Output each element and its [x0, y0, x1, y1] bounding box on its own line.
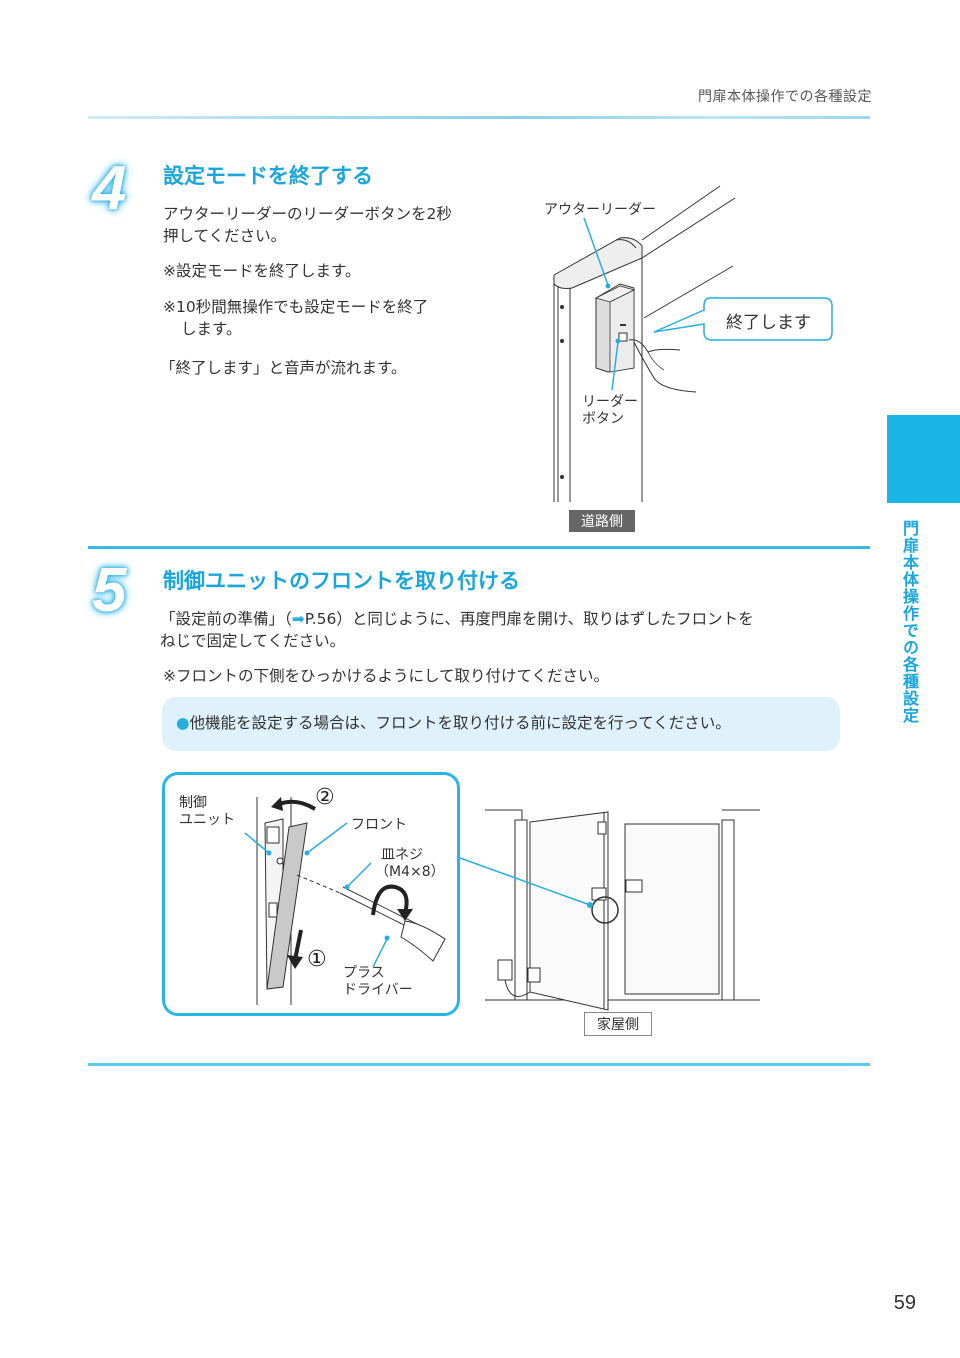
label-screw-line1: 皿ネジ	[381, 847, 423, 863]
step4-title: 設定モードを終了する	[163, 164, 373, 188]
step5-note: ※フロントの下側をひっかけるようにして取り付けてください。	[163, 667, 610, 685]
header-divider	[88, 116, 870, 119]
label-reader-button-line2: ボタン	[582, 411, 624, 427]
step5-instruction: 「設定前の準備」（➡P.56）と同じように、再度門扉を開け、取りはずしたフロント…	[160, 608, 860, 652]
front-install-detail-figure: 制御 ユニット ② フロント 皿ネジ （M4×8） ① プラス ドライバー	[162, 772, 460, 1016]
info-note-text: 他機能を設定する場合は、フロントを取り付ける前に設定を行ってください。	[189, 714, 731, 732]
label-outer-reader: アウターリーダー	[544, 202, 656, 218]
step-marker-1: ①	[307, 947, 327, 972]
page-number: 59	[893, 1292, 916, 1314]
step4-note1: ※設定モードを終了します。	[163, 262, 361, 280]
label-front: フロント	[351, 817, 407, 833]
label-reader-button-line1: リーダー	[582, 394, 638, 410]
page-ref-arrow-icon: ➡	[291, 610, 305, 628]
step4-note2-line2: します。	[181, 320, 242, 338]
label-screw-line2: （M4×8）	[375, 864, 445, 880]
label-driver: プラス ドライバー	[343, 965, 413, 999]
bullet-icon: ●	[176, 714, 190, 732]
front-install-illustration	[244, 797, 446, 1005]
section-divider	[88, 546, 870, 549]
page-ref-link[interactable]: P.56	[304, 610, 337, 628]
label-control-unit-line2: ユニット	[179, 812, 235, 828]
speech-bubble-text: 終了します	[726, 313, 811, 333]
step4-note2: ※10秒間無操作でも設定モードを終了 します。	[163, 296, 428, 340]
label-control-unit: 制御 ユニット	[179, 795, 235, 829]
gate-overview-illustration	[459, 809, 760, 1011]
step-number-4: 4	[92, 154, 127, 223]
step5-instruction-line1: 「設定前の準備」（➡P.56）と同じように、再度門扉を開け、取りはずしたフロント…	[160, 608, 860, 630]
chapter-tab	[887, 415, 960, 503]
step4-figure-outer-reader: アウターリーダー 終了します リーダー ボタン 道路側	[530, 180, 850, 540]
gate-post-illustration	[553, 185, 833, 502]
step4-voice-text: 「終了します」と音声が流れます。	[160, 359, 407, 377]
step4-instruction-line1: アウターリーダーのリーダーボタンを2秒	[163, 205, 452, 223]
label-screw: 皿ネジ （M4×8）	[375, 847, 445, 881]
gate-overview-figure: 家屋側	[459, 800, 770, 1040]
step5-line1-start: 「設定前の準備」（	[160, 610, 292, 628]
step-marker-2: ②	[315, 785, 335, 810]
running-header-title: 門扉本体操作での各種設定	[698, 89, 872, 105]
bottom-divider	[88, 1063, 870, 1066]
step5-line1-rest: ）と同じように、再度門扉を開け、取りはずしたフロントを	[336, 610, 754, 628]
label-driver-line2: ドライバー	[343, 982, 413, 998]
step4-instruction: アウターリーダーのリーダーボタンを2秒 押してください。	[163, 203, 503, 247]
chapter-tab-label: 門扉本体操作での各種設定	[900, 520, 919, 724]
label-reader-button: リーダー ボタン	[582, 394, 638, 428]
step4-note2-line1: ※10秒間無操作でも設定モードを終了	[163, 298, 429, 316]
road-side-tag: 道路側	[569, 510, 635, 532]
house-side-tag: 家屋側	[584, 1012, 652, 1036]
info-note-content: ●他機能を設定する場合は、フロントを取り付ける前に設定を行ってください。	[176, 712, 731, 734]
step4-instruction-line2: 押してください。	[163, 227, 287, 245]
label-driver-line1: プラス	[343, 965, 385, 981]
info-note-box: ●他機能を設定する場合は、フロントを取り付ける前に設定を行ってください。	[162, 697, 840, 751]
label-control-unit-line1: 制御	[179, 795, 207, 811]
step5-instruction-line2: ねじで固定してください。	[160, 632, 346, 650]
step-number-5: 5	[92, 556, 127, 625]
step5-title: 制御ユニットのフロントを取り付ける	[163, 569, 520, 593]
